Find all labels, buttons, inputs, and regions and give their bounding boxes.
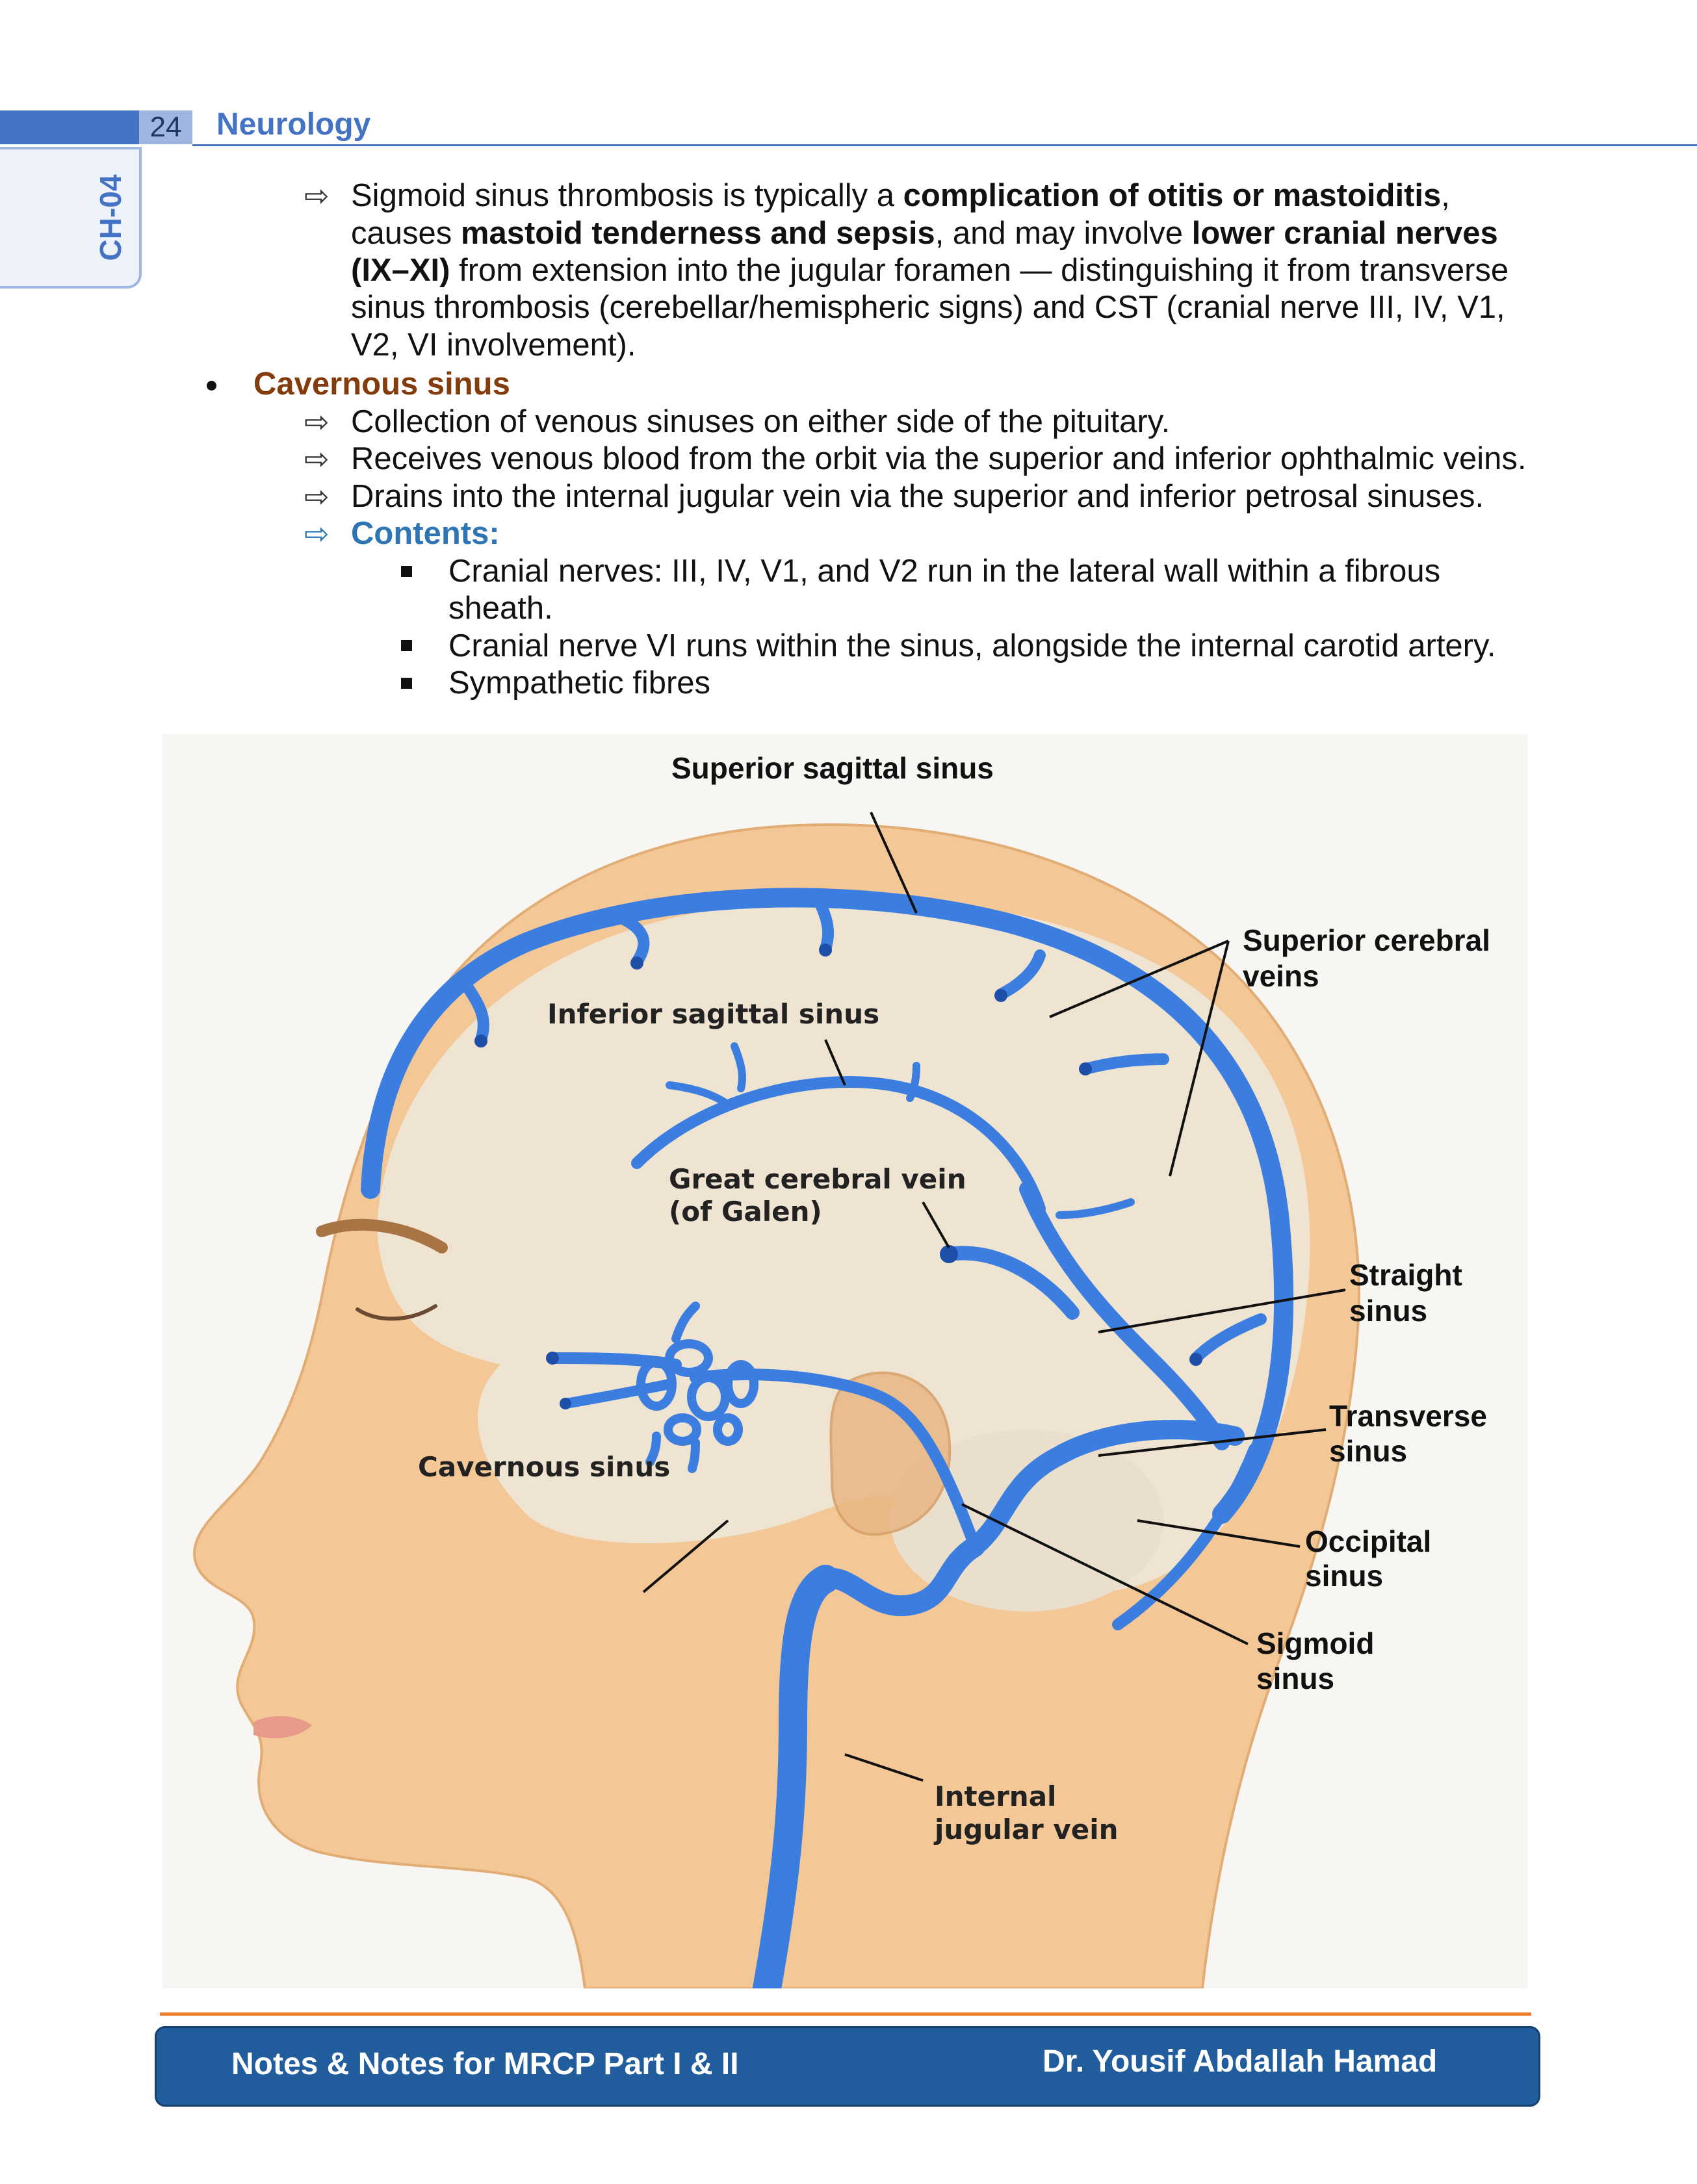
sigmoid-line-2: causes mastoid tenderness and sepsis, an… <box>351 214 1498 252</box>
superior-cerebral-vein <box>813 894 835 955</box>
arrow-bullet-icon: ⇨ <box>304 179 330 212</box>
sigmoid-line-4: sinus thrombosis (cerebellar/hemispheric… <box>351 290 1505 325</box>
bold-run: mastoid tenderness and sepsis <box>460 216 935 251</box>
superior-cerebral-vein <box>1190 1313 1267 1364</box>
label-internal-jugular-vein-1: Internal <box>935 1780 1057 1812</box>
label-cavernous-sinus: Cavernous sinus <box>418 1451 671 1483</box>
contents-item-1-line-1: Cranial nerves: III, IV, V1, and V2 run … <box>448 554 1441 589</box>
text-run: , and may involve <box>935 216 1192 251</box>
label-sigmoid-sinus-1: Sigmoid <box>1256 1626 1375 1660</box>
bold-run: (IX–XI) <box>351 253 450 288</box>
inferior-sagittal-branch <box>666 1081 732 1109</box>
cavernous-item-3: Drains into the internal jugular vein vi… <box>351 479 1484 514</box>
leader-lines <box>642 812 1346 1782</box>
label-superior-cerebral-veins-1: Superior cerebral <box>1243 923 1490 957</box>
superior-cerebral-vein <box>618 914 650 968</box>
arrow-bullet-icon: ⇨ <box>304 480 330 513</box>
footer-box <box>155 2026 1540 2107</box>
bullet-dot-icon <box>207 381 216 391</box>
sigmoid-line-3: (IX–XI) from extension into the jugular … <box>351 251 1509 289</box>
dural-venous-sinus-figure: Superior sagittal sinus Superior cerebra… <box>162 734 1527 2003</box>
text-run: Sigmoid sinus thrombosis is typically a <box>351 178 903 213</box>
venous-system <box>361 888 1294 2003</box>
square-bullet-icon <box>401 678 412 689</box>
great-cerebral-vein <box>942 1246 1080 1320</box>
bold-run: complication of otitis or mastoiditis <box>903 178 1442 213</box>
label-superior-sagittal-sinus: Superior sagittal sinus <box>671 751 994 785</box>
arrow-bullet-icon: ⇨ <box>304 517 330 550</box>
brain-region <box>377 899 1310 1593</box>
superior-cerebral-vein <box>462 982 489 1046</box>
text-run: causes <box>351 216 461 251</box>
header-rule <box>192 144 1697 146</box>
label-straight-sinus-2: sinus <box>1349 1294 1428 1328</box>
transverse-sinus <box>965 1420 1245 1556</box>
square-bullet-icon <box>401 640 412 651</box>
footer-author: Dr. Yousif Abdallah Hamad <box>1043 2044 1438 2079</box>
bold-run: lower cranial nerves <box>1191 216 1498 251</box>
contents-item-1-line-2: sheath. <box>448 591 553 626</box>
label-sigmoid-sinus-2: sinus <box>1256 1662 1335 1695</box>
arrow-bullet-icon: ⇨ <box>304 442 330 476</box>
internal-cerebral-branch <box>1056 1198 1135 1219</box>
cavernous-item-1: Collection of venous sinuses on either s… <box>351 404 1171 439</box>
internal-jugular-vein <box>753 1565 840 2003</box>
head-illustration <box>162 734 1527 2003</box>
label-great-cerebral-vein-2: (of Galen) <box>669 1196 822 1227</box>
page-number: 24 <box>139 110 192 144</box>
chapter-tab <box>0 147 142 289</box>
ophthalmic-vein <box>560 1379 675 1409</box>
cavernous-heading: Cavernous sinus <box>253 366 510 402</box>
footer-rule <box>160 2012 1531 2016</box>
superior-sagittal-sinus <box>361 888 1294 1524</box>
chapter-label: CH-04 <box>94 174 127 261</box>
occipital-sinus <box>1112 1443 1260 1630</box>
cavernous-plexus <box>636 1302 758 1473</box>
label-occipital-sinus-1: Occipital <box>1305 1524 1432 1558</box>
footer-book-title: Notes & Notes for MRCP Part I & II <box>231 2047 739 2081</box>
sigmoid-line-1: Sigmoid sinus thrombosis is typically a … <box>351 177 1450 214</box>
cavernous-item-2: Receives venous blood from the orbit via… <box>351 441 1527 476</box>
section-title: Neurology <box>216 107 371 142</box>
label-inferior-sagittal-sinus: Inferior sagittal sinus <box>547 998 880 1030</box>
label-internal-jugular-vein-2: jugular vein <box>935 1814 1119 1845</box>
contents-item-2: Cranial nerve VI runs within the sinus, … <box>448 628 1496 663</box>
eyebrow <box>316 1218 448 1253</box>
label-superior-cerebral-veins-2: veins <box>1243 959 1319 993</box>
label-great-cerebral-vein-1: Great cerebral vein <box>669 1163 966 1195</box>
inferior-sagittal-sinus <box>631 1076 1046 1214</box>
vessel-ends <box>474 944 1202 1409</box>
contents-heading: Contents: <box>351 516 500 551</box>
lips <box>253 1715 312 1738</box>
closed-eye <box>356 1304 437 1321</box>
label-occipital-sinus-2: sinus <box>1305 1559 1384 1593</box>
contents-item-3: Sympathetic fibres <box>448 665 711 700</box>
inferior-sagittal-branch <box>731 1042 746 1092</box>
sigmoid-sinus <box>815 1536 985 1617</box>
arrow-bullet-icon: ⇨ <box>304 405 330 439</box>
text-run: from extension into the jugular foramen … <box>450 253 1509 288</box>
label-transverse-sinus-1: Transverse <box>1329 1399 1487 1433</box>
square-bullet-icon <box>401 566 412 577</box>
label-straight-sinus-1: Straight <box>1349 1258 1462 1292</box>
sigmoid-line-5: V2, VI involvement). <box>351 328 636 363</box>
inferior-sagittal-branch <box>906 1062 920 1102</box>
label-transverse-sinus-2: sinus <box>1329 1434 1408 1468</box>
ear <box>829 1371 952 1536</box>
text-run: , <box>1441 178 1450 213</box>
straight-sinus <box>1019 1181 1230 1450</box>
